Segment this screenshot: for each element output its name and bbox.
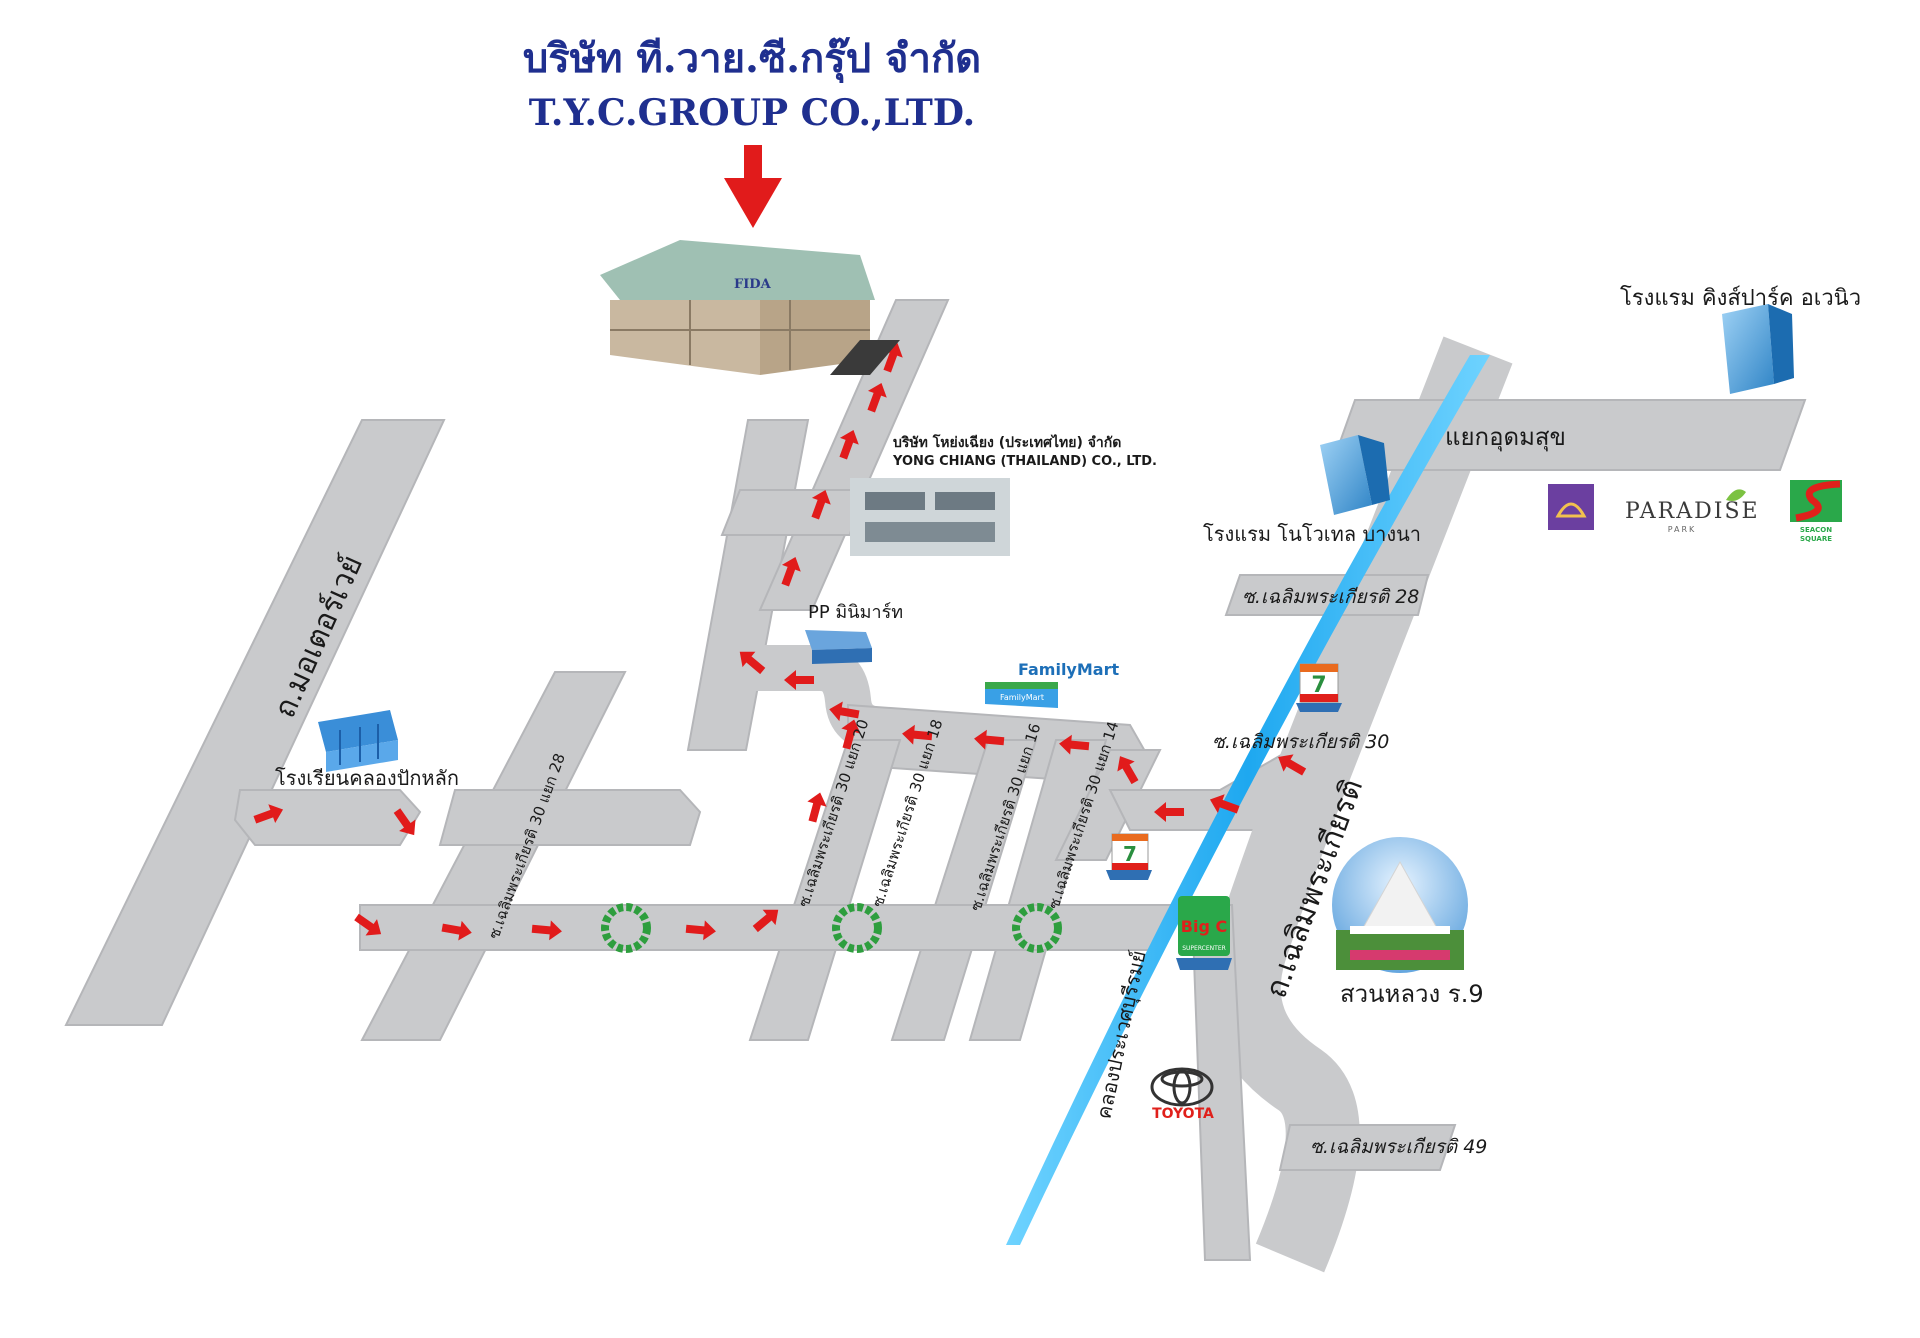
company-name-en: T.Y.C.GROUP CO.,LTD. (529, 92, 975, 134)
roundabout-1 (601, 903, 651, 953)
route-arrow (531, 920, 562, 941)
route-arrow (829, 701, 860, 722)
hotel-kings-label: โรงแรม คิงส์ปาร์ค อเวนิว (1620, 285, 1861, 311)
udomsuk-road (1328, 399, 1807, 471)
route-arrow (1209, 794, 1240, 814)
hotel-kings-icon (1722, 304, 1794, 394)
bigc-small-label: SUPERCENTER (1182, 945, 1226, 952)
paradise-leaf-icon (1726, 489, 1746, 501)
park-image-icon (1332, 837, 1468, 973)
school-building-icon (318, 710, 398, 772)
route-arrow (807, 792, 827, 823)
route-arrow (393, 808, 416, 836)
route-arrow (253, 804, 284, 824)
route-arrow (784, 670, 814, 690)
route-arrow (841, 719, 861, 750)
soi-49-road (1278, 1124, 1457, 1171)
route-arrow (685, 920, 716, 941)
roads (64, 299, 1807, 1273)
hotel-novotel-icon (1320, 435, 1390, 515)
factory-link-road (720, 489, 862, 536)
route-arrow (974, 729, 1005, 750)
paradise-sub-label: PARK (1668, 525, 1697, 534)
paradise-label: PARADISE (1625, 499, 1760, 524)
seven-eleven-number: 7 (1123, 842, 1137, 866)
route-arrow (811, 489, 831, 520)
familymart-small-label: FamilyMart (1000, 693, 1044, 702)
motorway-road (64, 419, 446, 1026)
seven-eleven-number: 7 (1311, 673, 1326, 698)
route-arrow (441, 920, 472, 941)
familymart-icon: FamilyMart (985, 682, 1058, 708)
route-arrow (752, 909, 779, 933)
route-arrow (739, 651, 766, 675)
route-arrow (1278, 754, 1307, 776)
soi-28-label: ซ.เฉลิมพระเกียรติ 28 (1242, 586, 1419, 608)
route-arrow (1059, 734, 1090, 755)
soi-30-28-road (360, 671, 627, 1041)
hotel-novotel-label: โรงแรม โนโวเทล บางนา (1203, 522, 1421, 546)
soi-30-label: ซ.เฉลิมพระเกียรติ 30 (1212, 731, 1389, 753)
roundabout-2 (832, 903, 882, 953)
familymart-label: FamilyMart (1018, 660, 1119, 679)
canal (1006, 355, 1490, 1245)
route-arrow (1154, 802, 1184, 822)
route-arrow (1117, 756, 1139, 785)
toyota-label: TOYOTA (1152, 1106, 1214, 1122)
seacon-label: SEACON (1800, 526, 1832, 534)
route-arrow (867, 382, 887, 413)
udomsuk-label: แยกอุดมสุข (1445, 423, 1566, 452)
route-arrow (354, 913, 382, 936)
route-arrow (839, 429, 859, 460)
minimart-icon (805, 630, 872, 664)
toyota-logo-icon (1150, 1067, 1214, 1107)
school-connector-road (233, 789, 422, 846)
factory-sign: FIDA (734, 277, 772, 292)
neighbor-name-en: YONG CHIANG (THAILAND) CO., LTD. (892, 454, 1157, 469)
pp-minimart-label: PP มินิมาร์ท (808, 602, 903, 623)
neighbor-building (850, 478, 1010, 556)
roundabouts (601, 903, 1062, 953)
seven-eleven-icon: 7 (1106, 833, 1152, 880)
seven-eleven-icon: 7 (1296, 663, 1342, 712)
route-arrow (781, 556, 801, 587)
location-arrow-icon (724, 145, 782, 228)
park-label: สวนหลวง ร.9 (1340, 980, 1484, 1008)
bigc-logo-icon: Big C SUPERCENTER (1176, 896, 1232, 970)
seacon-sub-label: SQUARE (1800, 535, 1832, 543)
factory-building (600, 240, 900, 375)
soi-28-road (1224, 574, 1430, 616)
bank-logo-icon (1548, 484, 1594, 530)
school-label: โรงเรียนคลองปักหลัก (275, 766, 459, 790)
route-arrow (902, 724, 933, 745)
canal-label: คลองประเวศบุรีรมย์ (1091, 948, 1151, 1121)
roundabout-3 (1012, 903, 1062, 953)
bigc-label: Big C (1181, 917, 1227, 936)
company-name-th: บริษัท ที.วาย.ซี.กรุ๊ป จำกัด (523, 35, 981, 84)
seacon-logo-icon (1790, 480, 1842, 522)
soi-49-label: ซ.เฉลิมพระเกียรติ 49 (1310, 1136, 1487, 1158)
mid-connector-road (438, 789, 702, 846)
neighbor-name-th: บริษัท โหย่งเฉียง (ประเทศไทย) จำกัด (893, 433, 1121, 451)
